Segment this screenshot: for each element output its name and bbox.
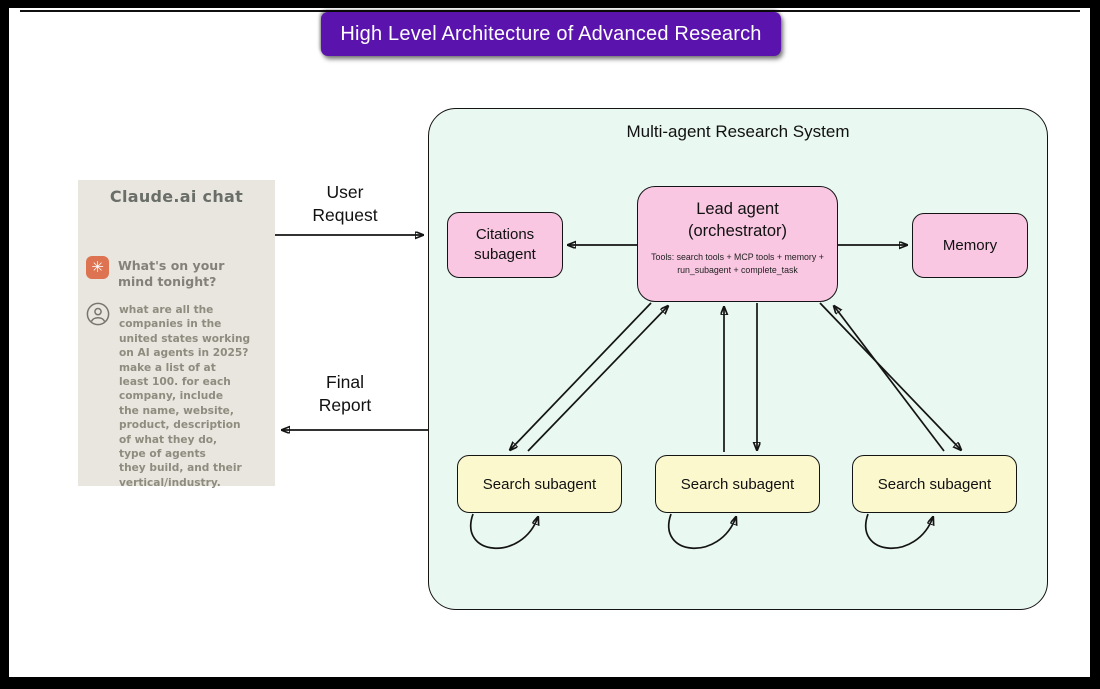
search-subagent-1-label: Search subagent (482, 475, 597, 493)
search-subagent-3-label: Search subagent (877, 475, 992, 493)
lead-agent-tools-text: Tools: search tools + MCP tools + memory… (651, 252, 824, 275)
search-subagent-2-label: Search subagent (680, 475, 795, 493)
user-prompt-text: what are all the companies in the united… (119, 304, 251, 489)
claude-logo-icon: ✳ (86, 256, 109, 279)
memory-label: Memory (942, 237, 998, 254)
starburst-glyph: ✳ (91, 258, 104, 276)
system-title: Multi-agent Research System (626, 122, 850, 141)
assistant-greeting-text: What's on your mind tonight? (118, 258, 225, 289)
user-avatar-icon (86, 302, 110, 326)
node-lead-agent: Lead agent (orchestrator) Tools: search … (637, 186, 838, 302)
top-divider-line (20, 10, 1080, 12)
assistant-message-row: ✳ What's on your mind tonight? (86, 256, 224, 290)
multi-agent-system-container (428, 108, 1048, 610)
chat-panel: Claude.ai chat ✳ What's on your mind ton… (78, 180, 275, 489)
lead-agent-title: Lead agent (orchestrator) (687, 200, 788, 240)
node-search-subagent-3: Search subagent (852, 455, 1017, 513)
citations-subagent-label: Citations subagent (474, 226, 536, 263)
diagram-title: High Level Architecture of Advanced Rese… (340, 22, 762, 45)
user-request-label: User Request (312, 182, 378, 225)
node-citations-subagent: Citations subagent (447, 212, 563, 278)
chat-panel-title: Claude.ai chat (109, 187, 244, 206)
title-banner: High Level Architecture of Advanced Rese… (321, 12, 781, 56)
node-search-subagent-1: Search subagent (457, 455, 622, 513)
final-report-label: Final Report (318, 372, 372, 415)
user-message-row: what are all the companies in the united… (86, 302, 269, 490)
node-search-subagent-2: Search subagent (655, 455, 820, 513)
node-memory: Memory (912, 213, 1028, 278)
